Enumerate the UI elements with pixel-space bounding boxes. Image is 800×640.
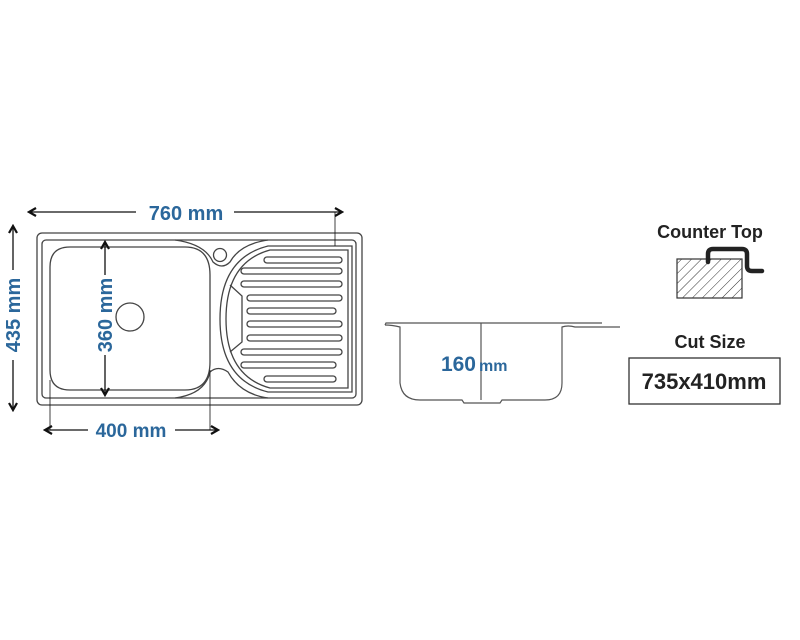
cut-size-label: Cut Size [674, 332, 745, 352]
sink-bowl [49, 246, 211, 391]
tap-hole [212, 247, 228, 263]
width-dimension-label: 760 mm [149, 203, 224, 225]
sink-top-view [36, 232, 363, 406]
drainer-inner [225, 249, 349, 389]
sink-rim [41, 239, 357, 399]
drain-hole [115, 302, 145, 332]
bowl-width-dimension-label: 400 mm [96, 421, 167, 442]
sink-outer-edge [36, 232, 363, 406]
cut-size-value: 735x410mm [642, 369, 767, 394]
drainer-ribs [240, 256, 343, 383]
drainer-board [219, 245, 353, 393]
sink-flange-profile [705, 246, 765, 274]
bowl-lower-contour [174, 367, 269, 399]
bowl-tap-contour [174, 239, 269, 267]
sink-side-view [384, 322, 620, 404]
side-depth-unit: mm [479, 358, 507, 375]
counter-top-label: Counter Top [657, 222, 763, 242]
drainer-channel [229, 284, 243, 353]
bowl-depth-dimension-label: 360 mm [95, 278, 117, 353]
dimension-lines [13, 212, 342, 430]
side-depth-value: 160 [441, 353, 476, 376]
height-dimension-label: 435 mm [3, 278, 25, 353]
counter-top-hatch [676, 258, 743, 299]
cut-size-box [628, 357, 781, 405]
